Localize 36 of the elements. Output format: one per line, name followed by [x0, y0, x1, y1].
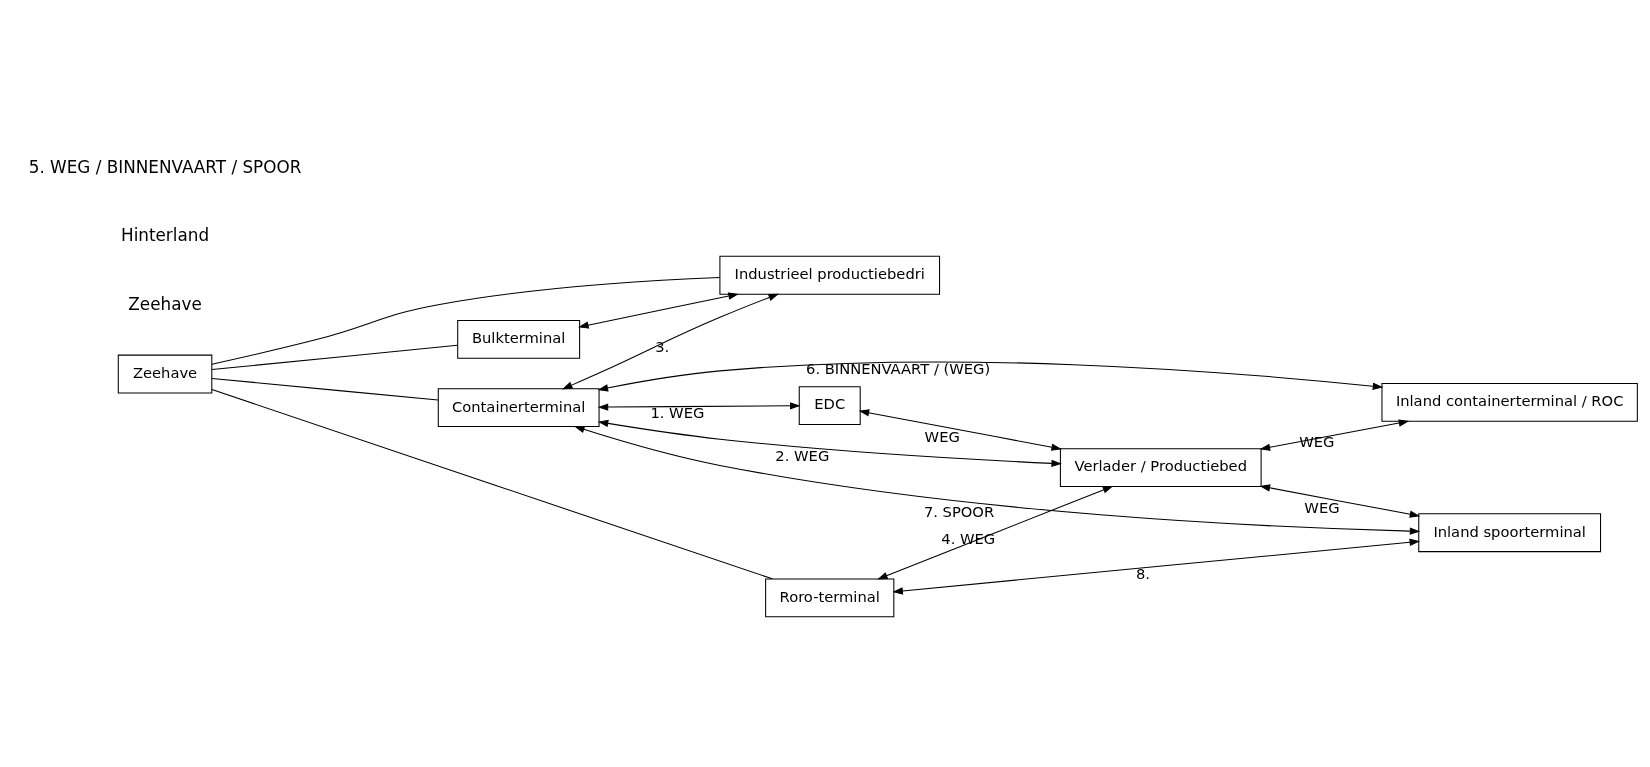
arrow [574, 425, 1421, 535]
edge-label: 8. [1135, 564, 1150, 582]
node-box: Verlader / Productiebed [1059, 448, 1262, 487]
label: Hinterland [121, 225, 210, 246]
edge-label: WEG [1299, 432, 1335, 450]
edge-label: 2. WEG [775, 447, 830, 465]
arrow [597, 361, 1384, 392]
arrow [892, 538, 1421, 595]
arrow [1259, 419, 1410, 451]
edge-label: WEG [924, 427, 960, 445]
connector [211, 344, 459, 371]
label: 5. WEG / BINNENVAART / SPOOR [28, 157, 302, 178]
arrow [561, 293, 779, 390]
arrow [1259, 484, 1421, 518]
label: Zeehave [128, 293, 202, 314]
connector [211, 277, 721, 365]
arrow [597, 402, 801, 411]
node-box: Containerterminal [437, 388, 600, 428]
arrow [877, 485, 1114, 580]
node-box: Bulkterminal [457, 319, 581, 359]
node-box: Roro-terminal [765, 578, 895, 618]
node-box: Industrieel productiebedri [719, 255, 941, 295]
arrow [578, 292, 739, 329]
node-box: Inland spoorterminal [1418, 513, 1602, 553]
connector [211, 377, 439, 401]
edge-label: 6. BINNENVAART / (WEG) [806, 360, 991, 378]
arrow [858, 409, 1062, 451]
node-box: Zeehave [117, 354, 213, 394]
edge-label: WEG [1304, 498, 1340, 516]
connector [211, 389, 773, 580]
edge-label: 7. SPOOR [923, 502, 995, 520]
arrow [597, 419, 1062, 468]
node-box: Inland containerterminal / ROC [1381, 382, 1638, 422]
node-box: EDC [798, 386, 861, 425]
edge-label: 1. WEG [650, 404, 705, 422]
edge-label: 3. [655, 337, 670, 355]
